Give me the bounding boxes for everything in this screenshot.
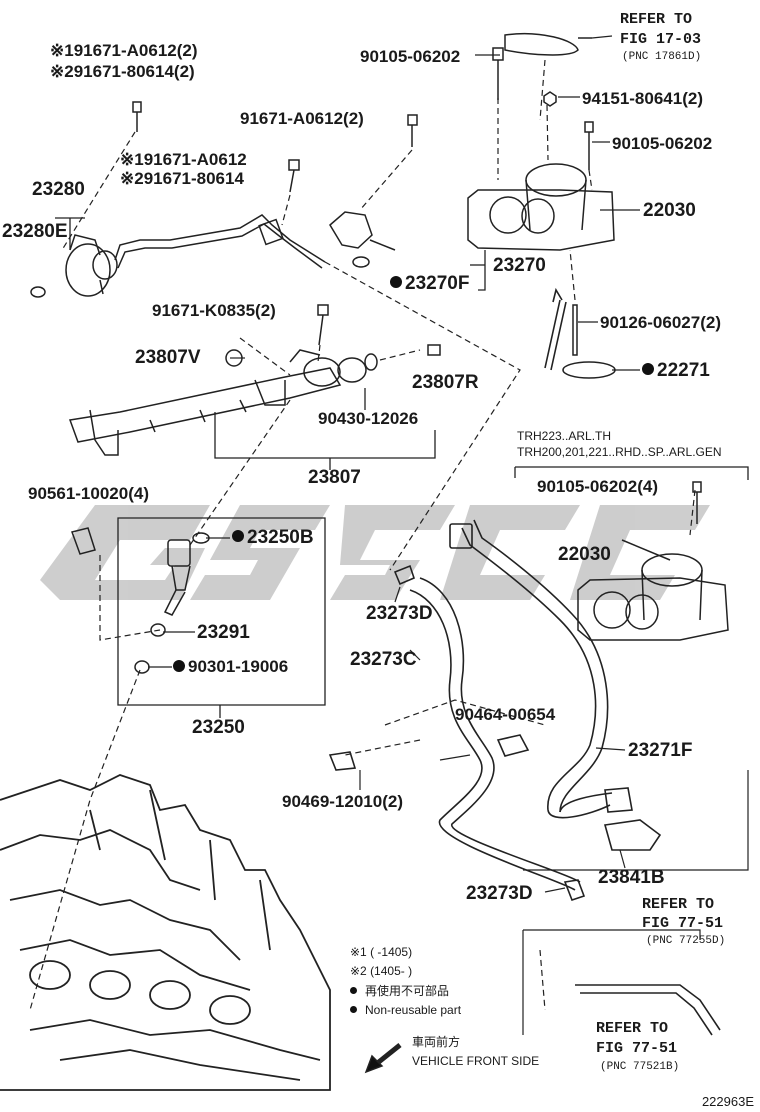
part-91671-a0612-2-left-label: 91671-A0612(2) [73,41,198,60]
refer-77-51-top-line1: REFER TO [642,896,715,913]
throttle-body-lower [577,539,729,641]
legend-jp: 再使用不可部品 [350,985,449,997]
part-91671-a0612: ※191671-A0612 [120,151,247,168]
marker-1: ※1 [50,41,74,60]
part-23270F: 23270F [390,274,469,293]
part-91671-80614-label: 91671-80614 [143,169,244,188]
front-jp: 車両前方 [412,1035,461,1049]
part-90430-12026: 90430-12026 [318,409,419,428]
legend-marker-2: ※2 (1405- ) [350,964,413,978]
legend-marker-1: ※1 ( -1405) [350,945,413,959]
non-reusable-dot-icon [232,529,244,542]
part-23280E: 23280E [2,221,68,242]
legend-dot-icon [350,987,357,995]
part-90105-06202-top: 90105-06202 [360,47,461,66]
part-22271-label: 22271 [657,360,710,381]
fuel-rail [68,349,378,456]
legend-en-text: Non-reusable part [365,1003,462,1017]
part-91671-a0612-2-left: ※191671-A0612(2) [50,42,198,59]
pressure-regulator [30,214,326,298]
part-90301-19006-label: 90301-19006 [188,657,289,676]
refer-top-line1: REFER TO [620,11,693,28]
marker-2: ※2 [120,169,144,188]
watermark-logo [40,505,710,600]
refer-77-51-bottom-line2: FIG 77-51 [596,1040,678,1057]
refer-77-51-top-line2: FIG 77-51 [642,915,724,932]
part-90561-10020: 90561-10020(4) [28,484,149,503]
bracket-lines [55,217,749,718]
part-91671-a0612-label: 91671-A0612 [143,150,247,169]
throttle-body-top [329,32,616,379]
line-art [0,32,749,1091]
non-reusable-dot-icon [173,659,185,672]
part-23250B: 23250B [232,528,314,547]
part-90105-06202-mid: 90105-06202 [612,134,713,153]
part-91671-k0835: 91671-K0835(2) [152,301,276,320]
dashed-leaders [29,59,696,1011]
diagram-code: 222963E [701,1094,754,1109]
legend-en: Non-reusable part [350,1004,461,1016]
part-90126-06027: 90126-06027(2) [600,313,721,332]
pointer-lines [148,35,640,893]
refer-77-51-bottom-pnc: (PNC 77521B) [600,1061,680,1073]
front-arrow-icon [364,1043,402,1074]
part-23270F-label: 23270F [405,273,470,294]
part-22030-lower: 22030 [558,544,611,565]
variant-line-2: TRH200,201,221..RHD..SP..ARL.GEN [517,445,722,459]
part-94151-80641: 94151-80641(2) [582,89,703,108]
part-23841B: 23841B [598,867,665,888]
part-90105-06202-4: 90105-06202(4) [537,477,658,496]
part-23807R: 23807R [412,372,479,393]
marker-2: ※2 [50,62,74,81]
front-en: VEHICLE FRONT SIDE [412,1054,540,1068]
part-23273D-bottom: 23273D [466,883,533,904]
hoses [328,287,721,1036]
part-23291: 23291 [197,622,250,643]
part-22271: 22271 [642,361,710,380]
legend-dot-icon [350,1006,357,1014]
marker-1: ※1 [120,150,144,169]
legend-jp-text: 再使用不可部品 [365,984,450,998]
refer-boxes [522,770,749,1035]
part-23273C: 23273C [350,649,417,670]
part-23271F: 23271F [628,740,693,761]
part-22030-top: 22030 [643,200,696,221]
part-91671-a0612-2-center: 91671-A0612(2) [240,109,364,128]
variant-line-1: TRH223..ARL.TH [517,429,612,443]
refer-77-51-top-pnc: (PNC 77255D) [646,935,726,947]
refer-top-pnc: (PNC 17861D) [622,51,702,63]
part-23270: 23270 [493,255,546,276]
part-23807V: 23807V [135,347,201,368]
part-23273D-top: 23273D [366,603,433,624]
refer-77-51-bottom-line1: REFER TO [596,1020,669,1037]
part-23280: 23280 [32,179,85,200]
part-91671-80614-2-label: 91671-80614(2) [73,62,195,81]
non-reusable-dot-icon [390,275,402,288]
part-90469-12010: 90469-12010(2) [282,792,403,811]
non-reusable-dot-icon [642,362,654,375]
refer-top-line2: FIG 17-03 [620,31,702,48]
part-23250B-label: 23250B [247,527,314,548]
part-23250: 23250 [192,717,245,738]
bolts [132,47,702,524]
part-91671-80614-2: ※291671-80614(2) [50,63,195,80]
engine-block [0,774,331,1091]
part-90301-19006: 90301-19006 [173,658,288,675]
part-90464-00654: 90464-00654 [455,705,556,724]
part-91671-80614: ※291671-80614 [120,170,244,187]
part-23807: 23807 [308,467,361,488]
